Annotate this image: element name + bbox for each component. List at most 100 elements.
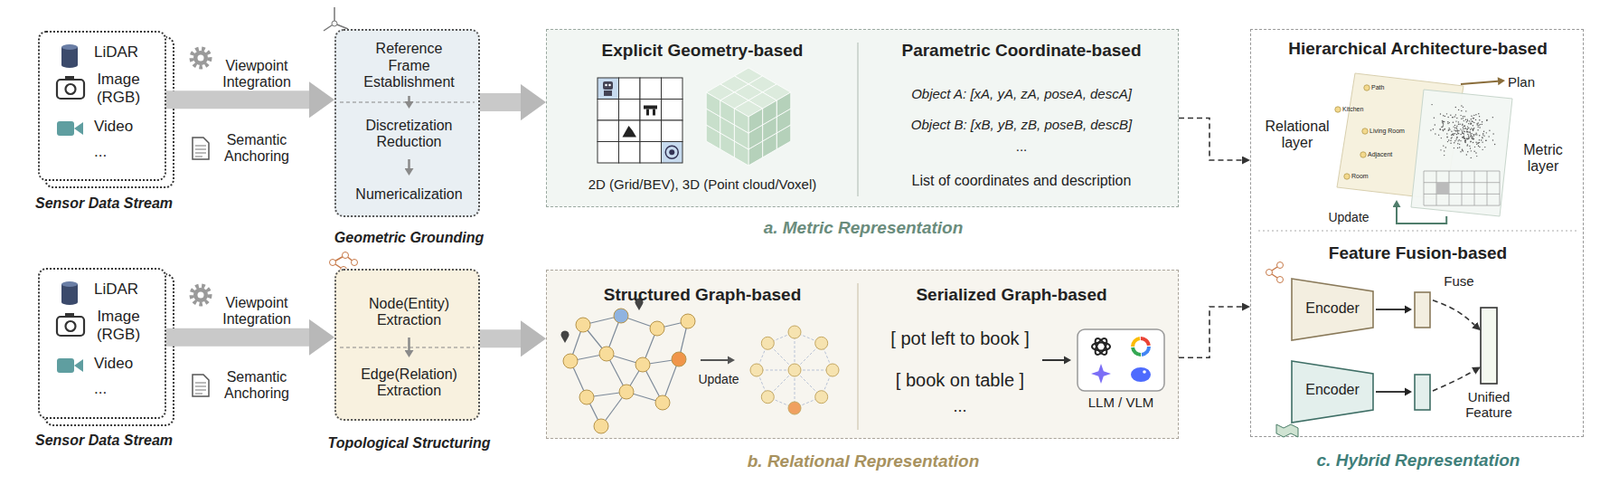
logo-whale xyxy=(1130,367,1151,382)
graph-node xyxy=(750,363,763,377)
graph-link xyxy=(642,364,663,403)
point-cloud-dot xyxy=(1468,127,1469,129)
point-cloud-dot xyxy=(1457,129,1459,131)
relational-plane: Relational layerPathKitchenLiving RoomAd… xyxy=(1336,73,1464,200)
voxel-face xyxy=(762,132,778,158)
point-cloud-dot xyxy=(1450,133,1452,135)
graph-node xyxy=(680,313,696,329)
grid-line xyxy=(1423,205,1500,207)
voxel-face xyxy=(748,124,777,142)
graph-node xyxy=(788,401,801,415)
graph-link xyxy=(794,331,822,343)
camera-bump xyxy=(65,312,75,318)
point-cloud-dot xyxy=(1465,140,1467,142)
graph-node xyxy=(593,418,609,433)
point-cloud-dot xyxy=(1465,139,1467,141)
node-text: Object B: [xB, yB, zB, poseB, descB] xyxy=(899,116,1144,132)
point-cloud-dot xyxy=(1470,115,1472,117)
point-cloud-dot xyxy=(1446,132,1448,134)
sensor-label: Sensor Data Stream xyxy=(19,195,189,212)
node-illustration xyxy=(1411,89,1513,217)
point-cloud-dot xyxy=(1447,141,1449,142)
gear-teeth xyxy=(191,285,210,304)
arrow-line xyxy=(700,358,728,361)
voxel-face xyxy=(734,100,749,125)
grid-line xyxy=(1474,170,1476,206)
voxel-face xyxy=(748,116,763,142)
point-cloud-dot xyxy=(1451,116,1453,118)
point-cloud-dot xyxy=(1467,150,1469,152)
voxel-face xyxy=(748,116,763,142)
obstacle-leg xyxy=(646,109,650,116)
camera-lens xyxy=(65,84,76,95)
voxel-face xyxy=(720,100,735,125)
point-cloud-dot xyxy=(1464,127,1466,129)
node-text: Adjacent xyxy=(1367,150,1393,159)
point-cloud-dot xyxy=(1492,116,1494,118)
room-node xyxy=(1362,128,1368,134)
point-cloud-dot xyxy=(1472,117,1474,119)
voxel-face xyxy=(734,92,749,117)
point-cloud-dot xyxy=(1434,132,1436,134)
point-cloud-dot xyxy=(1468,134,1469,136)
lidar-body xyxy=(61,283,78,302)
voxel-face xyxy=(776,124,791,150)
point-cloud-dot xyxy=(1458,140,1459,142)
voxel-face xyxy=(748,141,763,166)
graph-link xyxy=(794,342,822,370)
unified-feature-bar: Unified Feature xyxy=(1480,307,1497,384)
process-label: Viewpoint Integration xyxy=(215,57,299,92)
point-cloud-dot xyxy=(1441,126,1443,128)
point-cloud-dot xyxy=(1475,113,1477,115)
point-cloud-dot xyxy=(1442,122,1444,124)
grid-cell xyxy=(640,141,662,164)
voxel-face xyxy=(734,108,749,133)
point-cloud-dot xyxy=(1462,115,1464,117)
node-text: LLM / VLM xyxy=(1066,394,1176,410)
document-icon xyxy=(192,137,209,160)
grid-cell xyxy=(661,141,684,164)
point-cloud-dot xyxy=(1474,133,1476,135)
point-cloud-dot xyxy=(1460,129,1462,131)
point-cloud-dot xyxy=(1477,124,1479,126)
point-cloud-dot xyxy=(1470,157,1472,159)
robot-eye xyxy=(604,84,608,87)
point-cloud-dot xyxy=(1452,133,1454,135)
node-illustration xyxy=(1336,73,1464,200)
grid-cell xyxy=(597,99,620,122)
point-cloud-dot xyxy=(1460,104,1462,106)
grid-cell xyxy=(619,99,641,122)
gear-icon xyxy=(191,48,210,67)
point-cloud-dot xyxy=(1469,122,1471,123)
graph-link xyxy=(821,342,833,370)
point-cloud-dot xyxy=(1457,130,1459,132)
graph-link xyxy=(756,369,768,397)
graph-link xyxy=(583,324,607,354)
graph-node xyxy=(815,390,829,404)
point-cloud-dot xyxy=(1455,138,1457,140)
point-cloud-dot xyxy=(1464,141,1466,142)
graph-icon-links xyxy=(1269,264,1280,280)
voxel-face xyxy=(705,84,735,101)
voxel-face xyxy=(734,116,763,133)
point-cloud-dot xyxy=(1472,124,1474,126)
voxel-face xyxy=(748,75,777,93)
point-cloud-dot xyxy=(1472,128,1474,130)
voxel-face xyxy=(720,124,735,150)
point-cloud-dot xyxy=(1477,112,1479,114)
point-cloud-dot xyxy=(1471,128,1473,130)
point-cloud-dot xyxy=(1472,128,1474,130)
point-cloud-dot xyxy=(1446,136,1448,138)
voxel-face xyxy=(748,100,763,125)
point-cloud-dot xyxy=(1466,121,1468,123)
point-cloud-dot xyxy=(1442,130,1444,132)
point-cloud-dot xyxy=(1467,143,1469,145)
point-cloud-dot xyxy=(1441,121,1443,123)
point-cloud-dot xyxy=(1447,116,1449,118)
map-icon xyxy=(1276,423,1299,437)
document-icon xyxy=(192,374,209,396)
room-node xyxy=(1344,173,1350,179)
point-cloud-dot xyxy=(1467,138,1469,140)
point-cloud-dot xyxy=(1466,131,1468,132)
voxel-face xyxy=(748,92,777,109)
